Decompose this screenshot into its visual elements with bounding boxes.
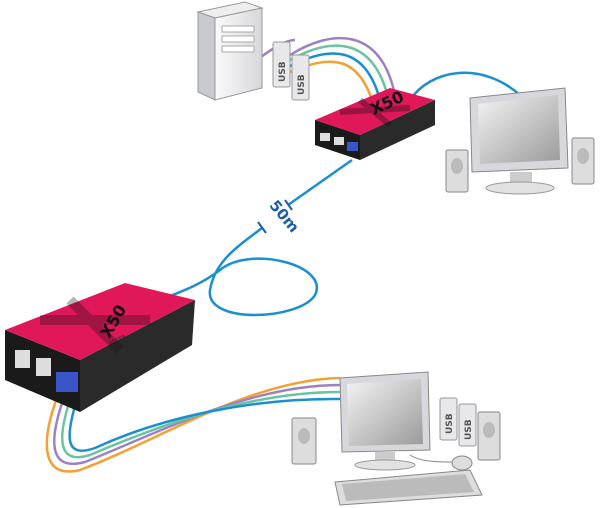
- usb-label: USB: [278, 61, 288, 82]
- top-monitor-cable: [408, 71, 521, 101]
- usb-device: USB: [458, 403, 477, 447]
- remote-monitor: [339, 371, 431, 471]
- usb-label: USB: [464, 419, 474, 440]
- local-speaker-right: [571, 137, 595, 185]
- usb-device: USB: [439, 397, 458, 441]
- mouse: [409, 454, 473, 471]
- remote-console-cables: [45, 376, 341, 473]
- cable-length-label: 50m: [266, 197, 303, 237]
- local-speaker-left: [445, 149, 469, 193]
- remote-speaker-right: [477, 411, 501, 461]
- length-tick-bottom: [257, 221, 267, 234]
- keyboard: [334, 469, 483, 506]
- usb-plug: USB: [291, 54, 310, 101]
- local-monitor: [469, 87, 569, 195]
- length-tick-top: [284, 199, 293, 211]
- remote-speaker-left: [291, 417, 317, 465]
- cat-cable: [159, 158, 353, 317]
- remote-extender-unit: X50 ADDER: [5, 283, 195, 412]
- local-extender-unit: X50: [315, 87, 435, 160]
- top-computer-cables: [249, 36, 397, 104]
- usb-plug: USB: [272, 41, 291, 88]
- usb-label: USB: [297, 74, 307, 95]
- computer-tower: [196, 1, 264, 101]
- usb-label: USB: [445, 413, 455, 434]
